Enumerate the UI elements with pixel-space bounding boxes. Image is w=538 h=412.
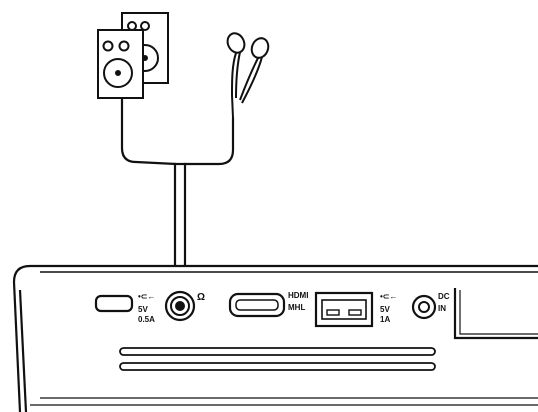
earphones-icon: [226, 32, 270, 119]
earphone-stem: [231, 94, 234, 119]
mhl-label: MHL: [288, 303, 305, 312]
usb-power-label-voltage: 5V: [138, 305, 148, 314]
hdmi-socket-inner: [235, 299, 279, 311]
in-label: IN: [438, 304, 446, 313]
speaker-front-tweeter-left: [102, 40, 114, 52]
headphone-jack: Ω: [164, 290, 205, 322]
earbud-right-cable-b: [241, 56, 263, 104]
usb-host-pin-right: [348, 309, 362, 316]
usb-host-pin-left: [326, 309, 340, 316]
headphone-icon: Ω: [197, 292, 205, 303]
hdmi-label: HDMI: [288, 291, 308, 300]
audio-plug-cable: [173, 162, 187, 278]
speaker-cable: [120, 98, 177, 166]
audio-cable: [120, 98, 235, 278]
speaker-front-woofer-center: [115, 70, 121, 76]
speaker-front-tweeter-right: [118, 40, 130, 52]
speaker-pair-icon: [97, 12, 169, 99]
usb-power-label-current: 0.5A: [138, 315, 155, 324]
hdmi-port: HDMI MHL: [228, 291, 308, 318]
usb-host-port: •⊂← 5V 1A: [314, 291, 398, 328]
earbud-left-cable: [231, 52, 237, 96]
earbud-right: [250, 37, 270, 59]
dc-label: DC: [438, 292, 450, 301]
earphone-cable: [184, 118, 235, 166]
projector-body: [12, 264, 538, 412]
vent-slot-2: [119, 362, 436, 371]
usb-host-label-voltage: 5V: [380, 305, 390, 314]
audio-plug-tip: [175, 301, 185, 311]
usb-host-symbol: •⊂←: [380, 292, 398, 301]
speaker-back-tweeter-right: [140, 21, 150, 31]
vent-slot-1: [119, 347, 436, 356]
earbud-left: [226, 32, 246, 54]
projector-right-panel: [453, 288, 538, 340]
dc-in-port: DC IN: [411, 292, 450, 320]
projector-right-panel-inner: [459, 290, 538, 335]
projector-outline: [12, 264, 538, 412]
usb-host-label-current: 1A: [380, 315, 390, 324]
usb-power-socket: [94, 294, 134, 313]
projector-left-edge: [18, 289, 28, 412]
earbud-left-cable-b: [235, 51, 241, 99]
dc-in-inner: [418, 301, 430, 313]
usb-power-symbol: •⊂←: [138, 292, 156, 301]
earbud-right-cable: [239, 57, 259, 101]
ventilation-grille: [119, 347, 436, 371]
usb-power-port: •⊂← 5V 0.5A: [94, 292, 156, 324]
